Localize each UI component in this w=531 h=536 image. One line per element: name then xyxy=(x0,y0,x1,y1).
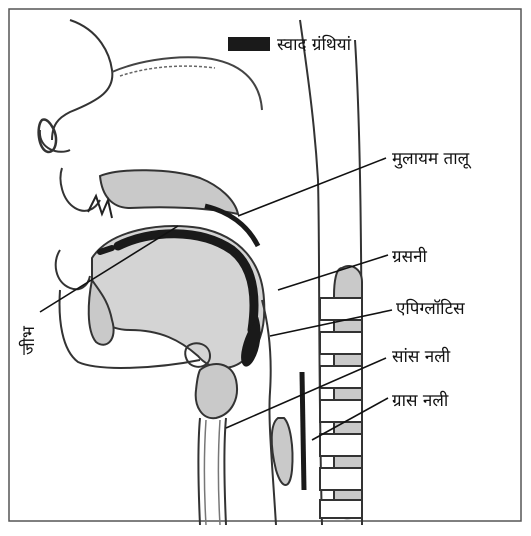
trachea-inner xyxy=(205,420,221,525)
esophagus-label: ग्रास नली xyxy=(392,390,449,411)
larynx-shape xyxy=(196,364,237,418)
pharynx-wall xyxy=(262,300,276,525)
taste-buds-dots xyxy=(100,248,112,252)
trachea-tube xyxy=(199,418,227,525)
nasal-passage-upper xyxy=(120,66,215,76)
legend-swatch xyxy=(228,37,270,51)
soft-palate-label: मुलायम तालू xyxy=(392,149,472,169)
epiglottis-label: एपिग्लॉटिस xyxy=(396,298,465,319)
trachea-label: सांस नली xyxy=(392,346,451,367)
nasal-passage xyxy=(112,57,262,110)
head-profile-outline xyxy=(40,20,113,152)
diagram-frame xyxy=(9,9,521,521)
legend-label: स्वाद ग्रंथियां xyxy=(277,34,352,55)
upper-lip xyxy=(61,168,100,211)
soft-palate-leader xyxy=(238,158,386,216)
vertebral-column xyxy=(320,266,362,518)
esophagus-loop xyxy=(272,418,293,485)
tongue-label: जीभ xyxy=(18,325,39,355)
pharynx-leader xyxy=(278,255,388,290)
pharynx-label: ग्रसनी xyxy=(392,246,428,267)
esophagus-dark xyxy=(302,372,304,490)
upper-teeth xyxy=(88,196,112,218)
